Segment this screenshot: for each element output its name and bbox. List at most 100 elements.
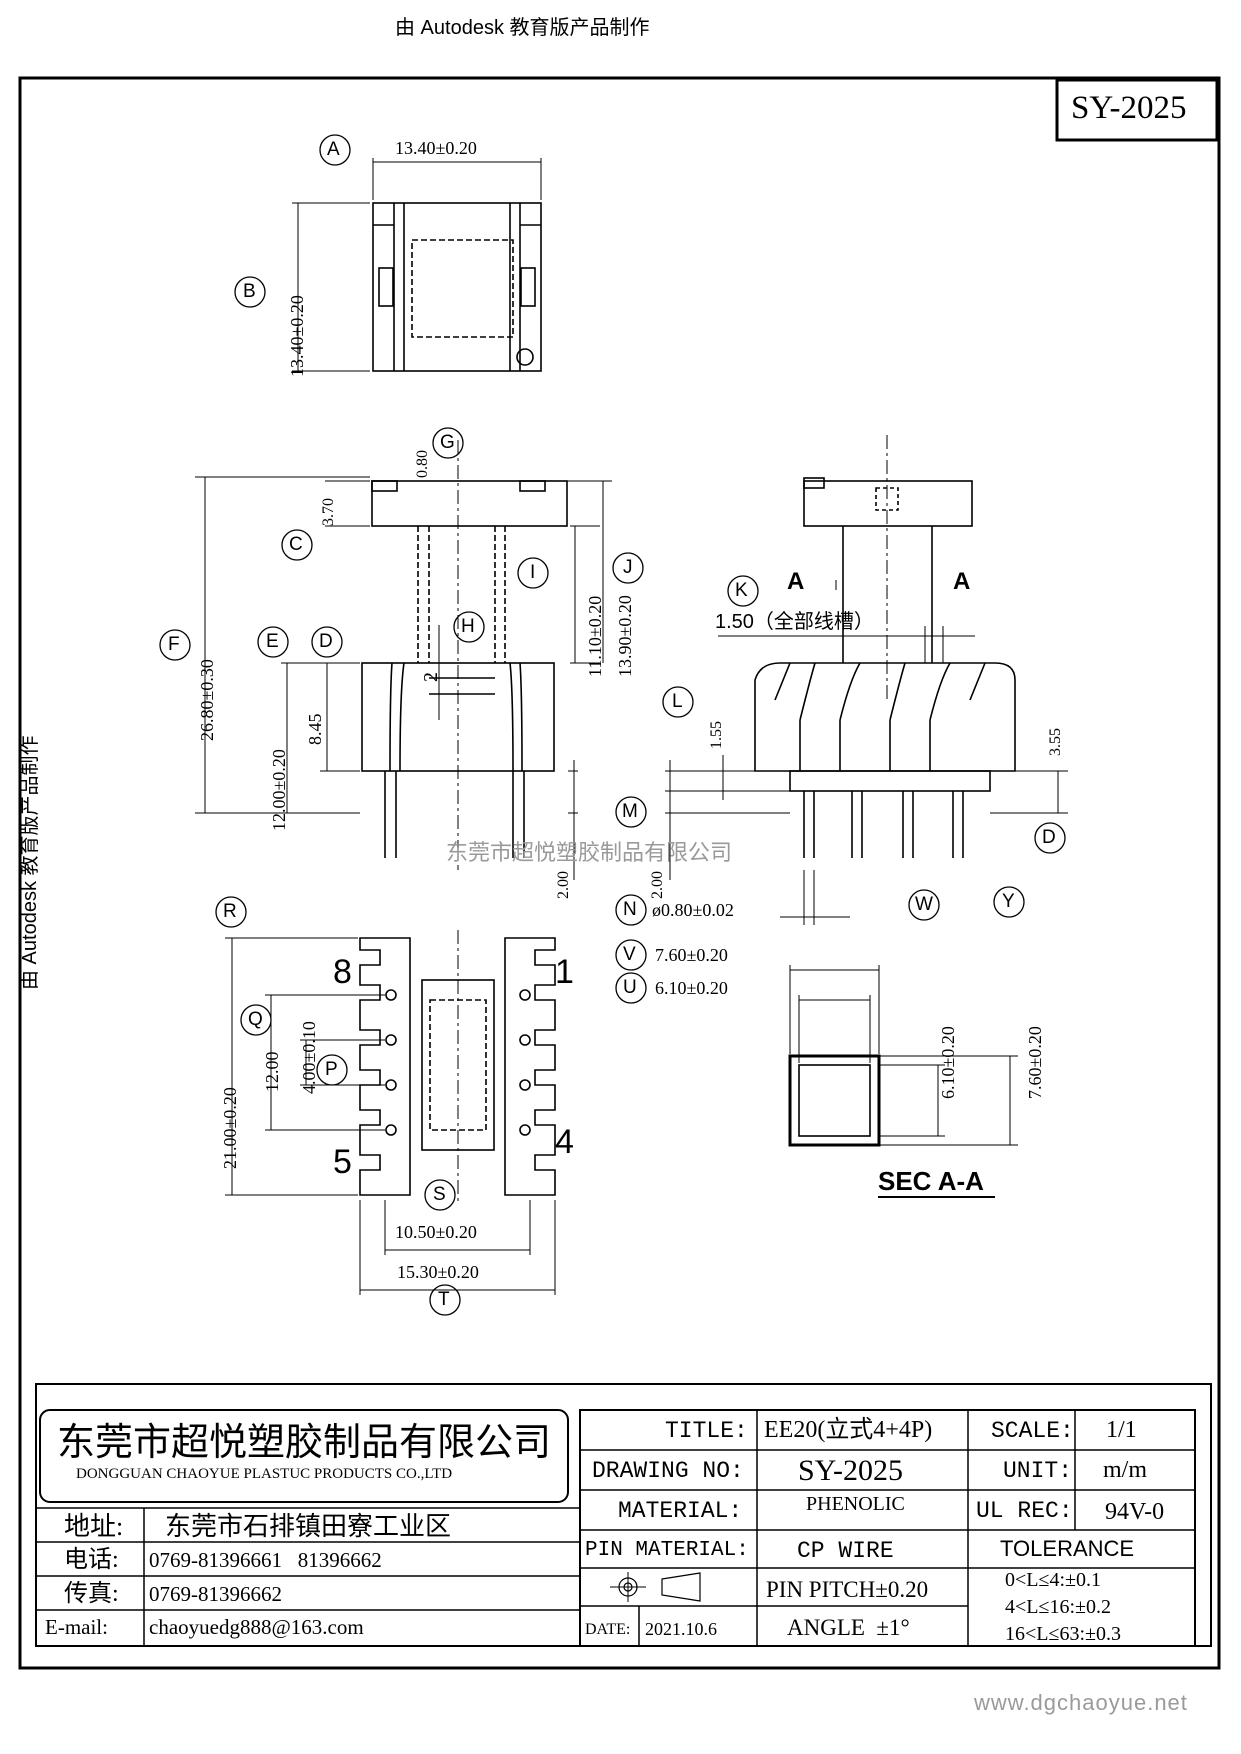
- material-value: PHENOLIC: [806, 1493, 905, 1515]
- balloon-y: Y: [1002, 891, 1015, 912]
- balloon-j: J: [623, 557, 633, 578]
- dim-q: 12.00: [262, 1051, 282, 1093]
- dim-p: 4.00±0.10: [299, 1021, 319, 1094]
- dim-v: 7.60±0.20: [655, 945, 728, 965]
- dim-k: 1.50（全部线槽）: [715, 611, 874, 633]
- scale-label: SCALE:: [991, 1418, 1074, 1444]
- pin-material-value: CP WIRE: [797, 1538, 894, 1564]
- dim-u: 6.10±0.20: [655, 978, 728, 998]
- drawing-number-box: [1055, 78, 1219, 142]
- balloon-f: F: [168, 634, 180, 655]
- dim-h: 2: [420, 672, 442, 682]
- tolerance-range-2: 4<L≤16:±0.2: [1005, 1596, 1112, 1618]
- section-title: SEC A-A: [878, 1166, 984, 1196]
- dim-pin-2-front: 2.00: [555, 871, 572, 899]
- dim-b: 13.40±0.20: [287, 295, 307, 377]
- tolerance-range-3: 16<L≤63:±0.3: [1005, 1623, 1122, 1645]
- dim-pin-2-side: 2.00: [649, 871, 666, 899]
- balloon-v: V: [623, 944, 636, 965]
- date-value: 2021.10.6: [645, 1619, 717, 1639]
- company-name-en: DONGGUAN CHAOYUE PLASTUC PRODUCTS CO.,LT…: [76, 1466, 453, 1482]
- balloon-circles: [159, 134, 1066, 1316]
- unit-label: UNIT:: [1003, 1458, 1073, 1484]
- pin-number-1: 1: [555, 953, 574, 991]
- tolerance-range-1: 0<L≤4:±0.1: [1005, 1569, 1102, 1591]
- pin-number-8: 8: [333, 953, 352, 991]
- title-label: TITLE:: [665, 1418, 748, 1444]
- balloon-p: P: [325, 1059, 338, 1080]
- material-label: MATERIAL:: [618, 1498, 743, 1524]
- tolerance-label: TOLERANCE: [1000, 1536, 1135, 1561]
- dim-l: 1.55: [708, 721, 725, 749]
- dim-j: 13.90±0.20: [615, 595, 635, 677]
- drawing-number: SY-2025: [1071, 90, 1187, 126]
- bottom-view: [225, 930, 556, 1295]
- pin-material-label: PIN MATERIAL:: [585, 1539, 749, 1562]
- autodesk-watermark-top: 由 Autodesk 教育版产品制作: [395, 17, 650, 39]
- dim-g: 0.80: [414, 450, 431, 478]
- dim-355: 3.55: [1047, 728, 1064, 756]
- section-mark-a-right: A: [953, 568, 971, 595]
- dim-w: 6.10±0.20: [938, 1026, 958, 1099]
- dim-e: 12.00±0.20: [269, 749, 289, 831]
- dim-f: 26.80±0.30: [197, 659, 217, 741]
- fax-value: 0769-81396662: [149, 1582, 282, 1606]
- balloon-g: G: [440, 432, 455, 453]
- title-block-lines: [35, 1383, 1212, 1647]
- dim-t: 15.30±0.20: [397, 1262, 479, 1282]
- balloon-c: C: [289, 534, 303, 555]
- angle: ANGLE ±1°: [787, 1615, 910, 1640]
- dim-i: 11.10±0.20: [585, 595, 605, 677]
- drawing-frame: [18, 76, 1221, 1670]
- footer-url: www.dgchaoyue.net: [974, 1690, 1188, 1715]
- phone-value: 0769-81396661 81396662: [149, 1548, 382, 1572]
- email-label: E-mail:: [45, 1615, 108, 1639]
- dim-r: 21.00±0.20: [220, 1087, 240, 1169]
- balloon-r: R: [223, 901, 237, 922]
- balloon-d: D: [319, 631, 333, 652]
- section-a-a: [788, 965, 1018, 1198]
- drawing-no-value: SY-2025: [798, 1454, 904, 1487]
- dim-flange: 3.70: [320, 498, 337, 526]
- balloon-d-side: D: [1042, 827, 1056, 848]
- top-view: [292, 158, 542, 372]
- balloon-n: N: [623, 899, 637, 920]
- balloon-w: W: [915, 894, 933, 915]
- drawing-no-label: DRAWING NO:: [592, 1458, 744, 1484]
- front-view: [195, 440, 612, 880]
- unit-value: m/m: [1103, 1457, 1148, 1483]
- address-value: 东莞市石排镇田寮工业区: [165, 1512, 452, 1541]
- balloon-e: E: [266, 631, 279, 652]
- balloon-t: T: [438, 1289, 450, 1310]
- pin-number-4: 4: [555, 1123, 574, 1161]
- balloon-q: Q: [248, 1009, 263, 1030]
- ul-value: 94V-0: [1105, 1499, 1165, 1525]
- dim-y: 7.60±0.20: [1025, 1026, 1045, 1099]
- balloon-m: M: [622, 801, 638, 822]
- side-view: [665, 435, 1068, 925]
- company-name-cn: 东莞市超悦塑胶制品有限公司: [57, 1422, 552, 1464]
- email-value: chaoyuedg888@163.com: [149, 1615, 364, 1639]
- dim-n: ø0.80±0.02: [652, 900, 734, 920]
- phone-label: 电话:: [64, 1547, 119, 1573]
- dim-s: 10.50±0.20: [395, 1222, 477, 1242]
- ul-label: UL REC:: [976, 1498, 1073, 1524]
- balloon-h: H: [461, 616, 475, 637]
- title-value: EE20(立式4+4P): [764, 1417, 933, 1443]
- balloon-k: K: [735, 580, 748, 601]
- balloon-i: I: [530, 562, 536, 583]
- date-label: DATE:: [585, 1621, 631, 1638]
- fax-label: 传真:: [64, 1581, 119, 1607]
- balloon-a: A: [327, 139, 340, 160]
- balloon-s: S: [433, 1184, 446, 1205]
- section-mark-a-left: A: [787, 568, 805, 595]
- company-watermark: 东莞市超悦塑胶制品有限公司: [446, 840, 733, 865]
- balloon-u: U: [623, 977, 637, 998]
- address-label: 地址:: [64, 1512, 124, 1541]
- pin-number-5: 5: [333, 1143, 352, 1181]
- dim-d-height: 8.45: [305, 713, 325, 746]
- balloon-b: B: [243, 281, 256, 302]
- pin-pitch: PIN PITCH±0.20: [766, 1577, 929, 1602]
